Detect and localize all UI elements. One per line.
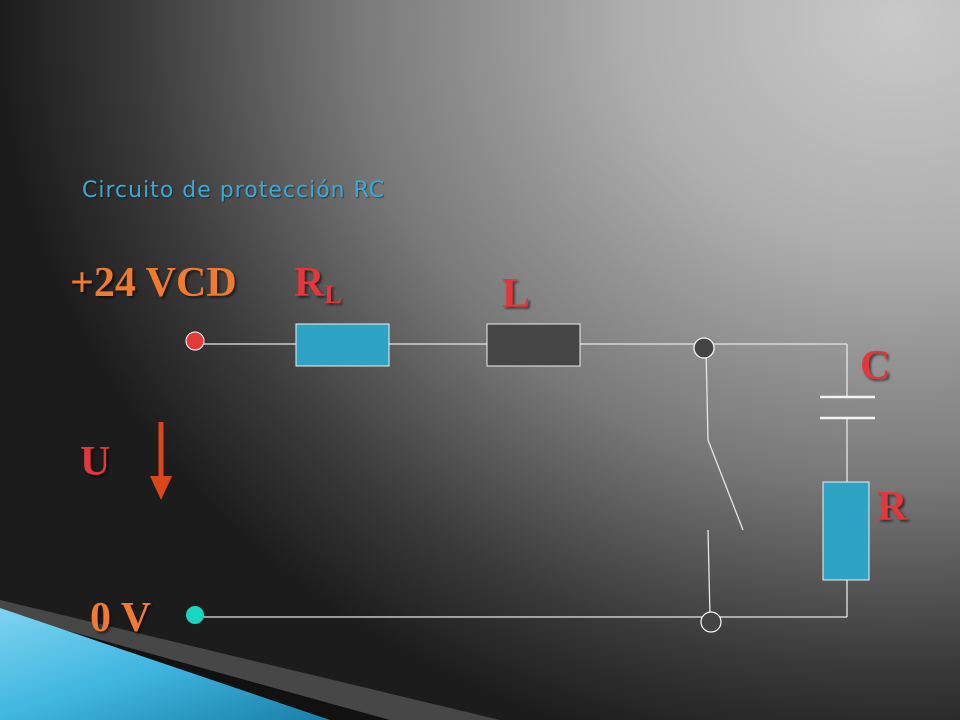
corner-band-blue [0,608,330,720]
wires [195,343,848,618]
ground-voltage-label: 0 V [90,595,152,641]
capacitor-c [820,395,875,420]
ground-terminal [186,606,204,624]
supply-voltage-label: +24 VCD [70,260,237,306]
arrow-down-icon [150,422,172,500]
load-resistor-subscript: L [324,280,342,310]
resistor-rl [295,323,390,367]
load-resistor-letter: R [294,260,325,306]
junction-node-bottom [700,611,722,633]
load-resistor-label: RL [294,260,342,308]
inductor-label: L [502,271,531,317]
supply-terminal [185,331,205,351]
wire-switch-to-node [707,529,711,618]
slide-title: Circuito de protección RC [82,178,386,203]
resistor-r [822,481,870,581]
resistor-label: R [877,484,908,530]
inductor-l [486,323,581,367]
voltage-label: U [80,439,111,485]
capacitor-label: C [860,343,891,389]
junction-node-top [693,337,715,359]
switch-blade [707,439,744,531]
wire-node-to-switch [705,347,709,441]
